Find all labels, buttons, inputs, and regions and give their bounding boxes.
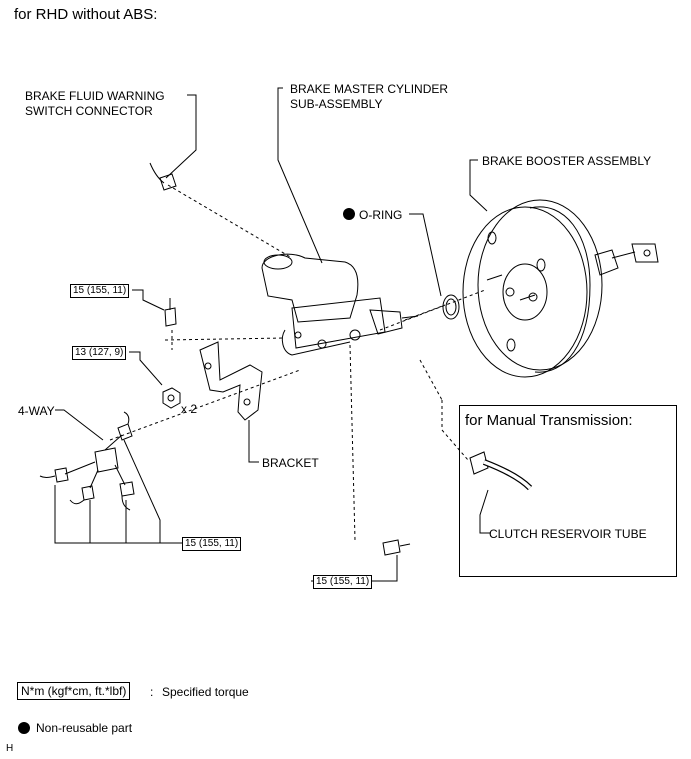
- legend-torque-desc: Specified torque: [162, 685, 249, 699]
- page-title: for RHD without ABS:: [14, 6, 158, 23]
- label-clutch-tube: CLUTCH RESERVOIR TUBE: [489, 527, 647, 541]
- union-bolt-1: [164, 307, 177, 327]
- legend-non-reusable-dot: [18, 722, 30, 734]
- label-four-way: 4-WAY: [18, 404, 55, 418]
- leader-torque-1: [132, 289, 165, 311]
- warning-connector-drawing: [159, 173, 177, 191]
- master-cylinder-drawing: [261, 253, 419, 356]
- brake-booster-drawing: [462, 199, 659, 378]
- clutch-tube-drawing: [469, 451, 489, 475]
- torque-spec-1: 15 (155, 11): [70, 284, 130, 298]
- label-warning-switch-1: BRAKE FLUID WARNING: [25, 89, 165, 103]
- legend-separator: :: [150, 685, 154, 699]
- torque-spec-3: 15 (155, 11): [182, 537, 242, 551]
- label-brake-booster: BRAKE BOOSTER ASSEMBLY: [482, 154, 652, 168]
- non-reusable-dot: [343, 208, 355, 220]
- label-warning-switch-2: SWITCH CONNECTOR: [25, 104, 153, 118]
- manual-transmission-panel: [459, 405, 677, 577]
- leader-master-cylinder: [277, 87, 323, 264]
- bracket-drawing: [199, 341, 263, 421]
- label-quantity: x 2: [181, 402, 198, 416]
- leader-brake-booster: [469, 159, 488, 212]
- manual-panel-title: for Manual Transmission:: [465, 412, 633, 429]
- union-bolt-2: [382, 539, 401, 556]
- page-mark: H: [6, 743, 14, 754]
- four-way-drawing: [39, 411, 135, 511]
- leader-clutch-tube: [479, 489, 491, 534]
- nut-drawing: [162, 387, 181, 409]
- leader-torque-3-a: [54, 485, 183, 544]
- label-bracket: BRACKET: [262, 456, 319, 470]
- legend-non-reusable: Non-reusable part: [36, 721, 133, 735]
- leader-bracket: [248, 420, 259, 463]
- leader-warning-switch: [165, 94, 197, 179]
- label-master-cylinder-2: SUB-ASSEMBLY: [290, 97, 383, 111]
- label-master-cylinder-1: BRAKE MASTER CYLINDER: [290, 82, 449, 96]
- label-o-ring: O-RING: [359, 208, 403, 222]
- legend-torque-units: N*m (kgf*cm, ft.*lbf): [17, 682, 131, 700]
- torque-spec-4: 15 (155, 11): [313, 575, 373, 589]
- o-ring-drawing: [442, 294, 460, 320]
- leader-torque-2: [129, 351, 163, 386]
- leader-o-ring: [409, 213, 442, 297]
- leader-four-way: [55, 409, 104, 441]
- torque-spec-2: 13 (127, 9): [72, 346, 127, 360]
